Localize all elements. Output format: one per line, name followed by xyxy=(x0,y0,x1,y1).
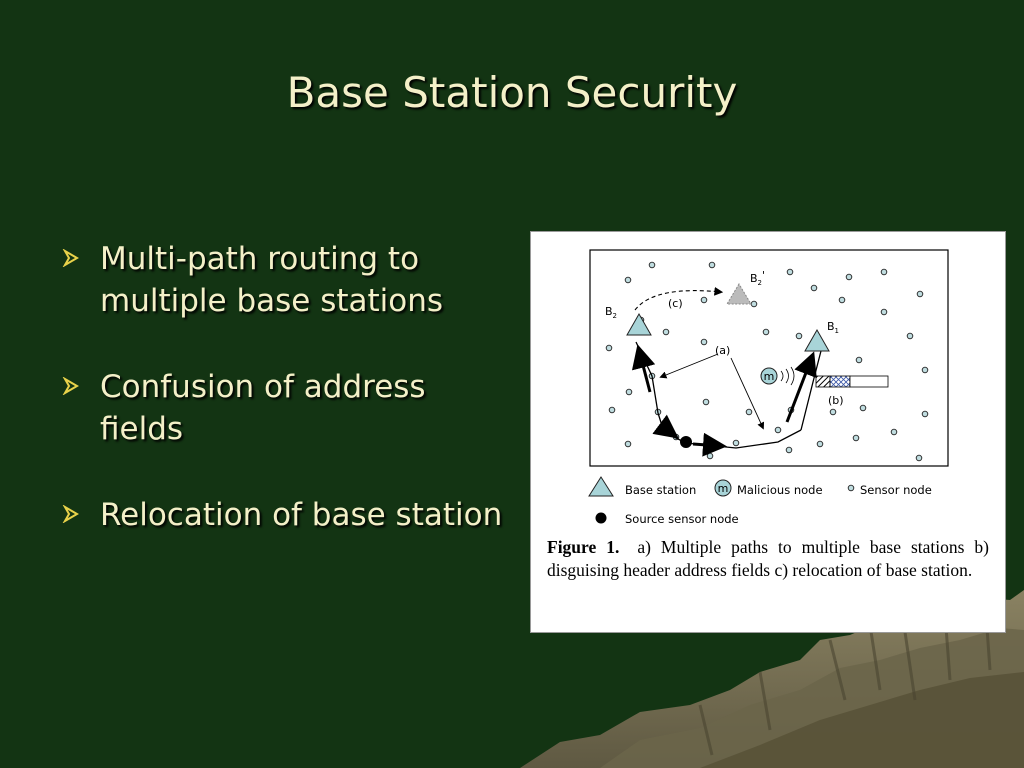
source-node xyxy=(680,436,692,448)
sensor-node xyxy=(605,344,613,352)
sensor-node xyxy=(921,366,929,374)
sensor-node xyxy=(845,273,853,281)
sensor-node xyxy=(662,328,670,336)
sensor-node xyxy=(890,428,898,436)
bullet-text: Relocation of base station xyxy=(100,497,503,533)
sensor-node xyxy=(855,356,863,364)
sensor-node xyxy=(880,308,888,316)
legend-base-station-label: Base station xyxy=(625,483,696,497)
legend: Base station m Malicious node Sensor nod… xyxy=(588,476,932,526)
network-diagram: m B2 B2' B1 (c) (a) (b) Base station m xyxy=(588,249,949,526)
sensor-node xyxy=(700,338,708,346)
label-c: (c) xyxy=(668,297,683,310)
sensor-node xyxy=(921,410,929,418)
legend-sensor-node-icon xyxy=(847,484,855,492)
sensor-node xyxy=(624,440,632,448)
legend-base-station-icon xyxy=(588,476,614,497)
caption-label: Figure 1. xyxy=(547,537,620,557)
sensor-node xyxy=(706,452,714,460)
label-b1: B1 xyxy=(827,320,839,335)
sensor-node xyxy=(648,261,656,269)
legend-sensor-node-label: Sensor node xyxy=(860,483,932,497)
bullet-text: Confusion of address fields xyxy=(100,369,426,447)
sensor-node xyxy=(816,440,824,448)
sensor-node xyxy=(880,268,888,276)
sensor-node xyxy=(774,426,782,434)
arrowhead-bullet-icon xyxy=(62,377,79,395)
base-station-b1 xyxy=(804,328,830,352)
label-b2: B2 xyxy=(605,305,617,320)
sensor-node xyxy=(916,290,924,298)
label-a: (a) xyxy=(715,344,730,357)
label-b2-prime: B2' xyxy=(750,269,765,287)
diagram-frame xyxy=(589,249,949,467)
legend-source-node-icon xyxy=(595,512,607,524)
figure-caption: Figure 1. a) Multiple paths to multiple … xyxy=(547,536,989,582)
sensor-node xyxy=(700,296,708,304)
malicious-node-label: m xyxy=(764,370,775,383)
arrowhead-bullet-icon xyxy=(62,249,79,267)
slide-title: Base Station Security xyxy=(286,68,738,117)
sensor-node xyxy=(915,454,923,462)
bullet-item: Relocation of base station xyxy=(62,494,512,536)
sensor-node xyxy=(608,406,616,414)
sensor-node xyxy=(702,398,710,406)
base-station-b2 xyxy=(626,312,652,336)
sensor-node xyxy=(859,404,867,412)
label-b: (b) xyxy=(828,394,844,407)
sensor-node xyxy=(732,439,740,447)
bullet-list: Multi-path routing to multiple base stat… xyxy=(62,238,512,580)
legend-malicious-node-label: Malicious node xyxy=(737,483,823,497)
legend-source-node-label: Source sensor node xyxy=(625,512,739,526)
sensor-node xyxy=(829,408,837,416)
caption-text: a) Multiple paths to multiple base stati… xyxy=(547,537,989,580)
sensor-node xyxy=(852,434,860,442)
sensor-node xyxy=(810,284,818,292)
sensor-node xyxy=(762,328,770,336)
figure-panel: m B2 B2' B1 (c) (a) (b) Base station m xyxy=(530,231,1006,633)
sensor-node xyxy=(625,388,633,396)
sensor-node xyxy=(750,300,758,308)
bullet-item: Confusion of address fields xyxy=(62,366,512,450)
sensor-nodes xyxy=(605,261,929,462)
bullet-text: Multi-path routing to multiple base stat… xyxy=(100,241,444,319)
sensor-node xyxy=(838,296,846,304)
sensor-node xyxy=(708,261,716,269)
sensor-node xyxy=(745,408,753,416)
legend-malicious-node-symbol: m xyxy=(718,482,729,495)
sensor-node xyxy=(785,446,793,454)
relocated-base-station xyxy=(726,283,752,305)
sensor-node xyxy=(906,332,914,340)
malicious-node xyxy=(760,367,778,385)
sensor-node xyxy=(795,332,803,340)
sensor-node xyxy=(624,276,632,284)
arrowhead-bullet-icon xyxy=(62,505,79,523)
legend-malicious-node-icon xyxy=(714,479,732,497)
sensor-node xyxy=(786,268,794,276)
bullet-item: Multi-path routing to multiple base stat… xyxy=(62,238,512,322)
